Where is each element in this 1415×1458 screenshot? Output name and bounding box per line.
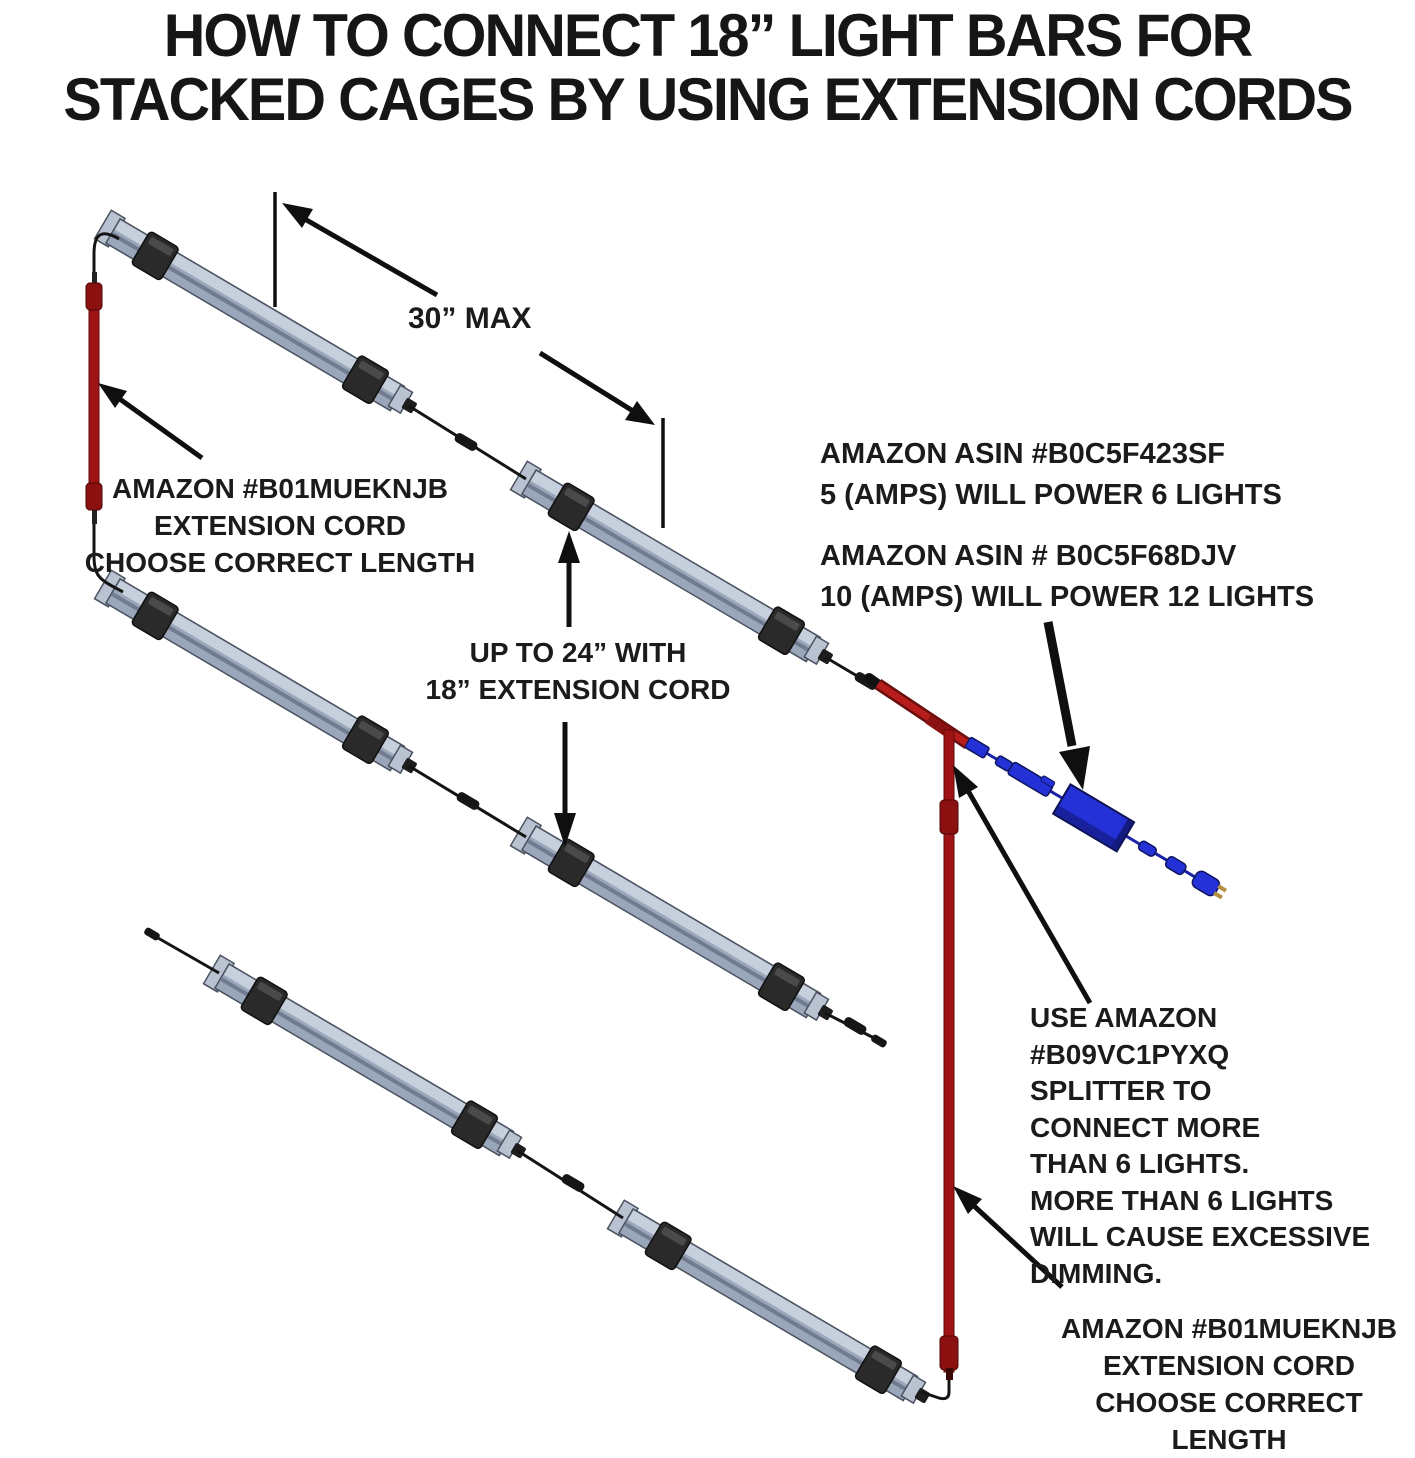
dimension-ticks bbox=[273, 192, 665, 528]
bottom-cord-label: AMAZON #B01MUEKNJB EXTENSION CORD CHOOSE… bbox=[1060, 1313, 1398, 1455]
power-adapter-chain bbox=[964, 736, 1228, 900]
power-option-2-label: AMAZON ASIN # B0C5F68DJV 10 (AMPS) WILL … bbox=[820, 540, 1315, 613]
cable-connector bbox=[842, 1015, 868, 1037]
cable-bar5-lead bbox=[157, 936, 220, 975]
cable-red-cord-to-bar3 bbox=[92, 523, 124, 594]
max-span-arrow-left bbox=[301, 215, 439, 298]
power-option-1-label: AMAZON ASIN #B0C5F423SF 5 (AMPS) WILL PO… bbox=[820, 438, 1282, 511]
cable-connector bbox=[453, 431, 479, 453]
blue-connector bbox=[1137, 840, 1157, 857]
extension-cord-left bbox=[85, 272, 103, 524]
gap-note-label: UP TO 24” WITH 18” EXTENSION CORD bbox=[425, 637, 731, 705]
blue-connector bbox=[964, 736, 990, 759]
power-plug bbox=[1191, 870, 1228, 900]
light-bar-3 bbox=[92, 567, 425, 786]
diagram-stage: HOW TO CONNECT 18” LIGHT BARS FOR STACKE… bbox=[63, 2, 1397, 1456]
blue-connector bbox=[1164, 856, 1187, 876]
bottom-cord-arrow bbox=[971, 1203, 1064, 1289]
power-adapter bbox=[1051, 783, 1136, 853]
page-title: HOW TO CONNECT 18” LIGHT BARS FOR STACKE… bbox=[63, 2, 1353, 133]
cable-connector bbox=[455, 790, 481, 812]
light-bar-6 bbox=[605, 1197, 938, 1416]
splitter-arrow bbox=[964, 787, 1093, 1005]
max-span-arrow-right bbox=[538, 350, 635, 414]
light-bar-5 bbox=[201, 952, 534, 1171]
light-bar-4 bbox=[508, 814, 841, 1033]
max-span-label: 30” MAX bbox=[408, 302, 532, 335]
left-cord-arrow bbox=[115, 394, 204, 461]
link-cables bbox=[92, 232, 951, 1401]
left-cord-label: AMAZON #B01MUEKNJB EXTENSION CORD CHOOSE… bbox=[84, 473, 476, 578]
extension-cord-right bbox=[864, 673, 972, 1380]
cable-red-cord-to-bar6 bbox=[920, 1378, 951, 1401]
light-bar-1 bbox=[92, 207, 425, 426]
blue-inline-piece bbox=[1007, 761, 1054, 797]
cable-bar1-to-red-cord bbox=[92, 232, 120, 273]
splitter-note-label: USE AMAZON #B09VC1PYXQ SPLITTER TO CONNE… bbox=[1030, 1002, 1371, 1289]
cable-connector bbox=[560, 1172, 586, 1194]
annotation-arrows bbox=[98, 203, 1093, 1289]
adapter-arrow bbox=[1043, 621, 1077, 747]
wiring-diagram bbox=[85, 192, 1228, 1416]
